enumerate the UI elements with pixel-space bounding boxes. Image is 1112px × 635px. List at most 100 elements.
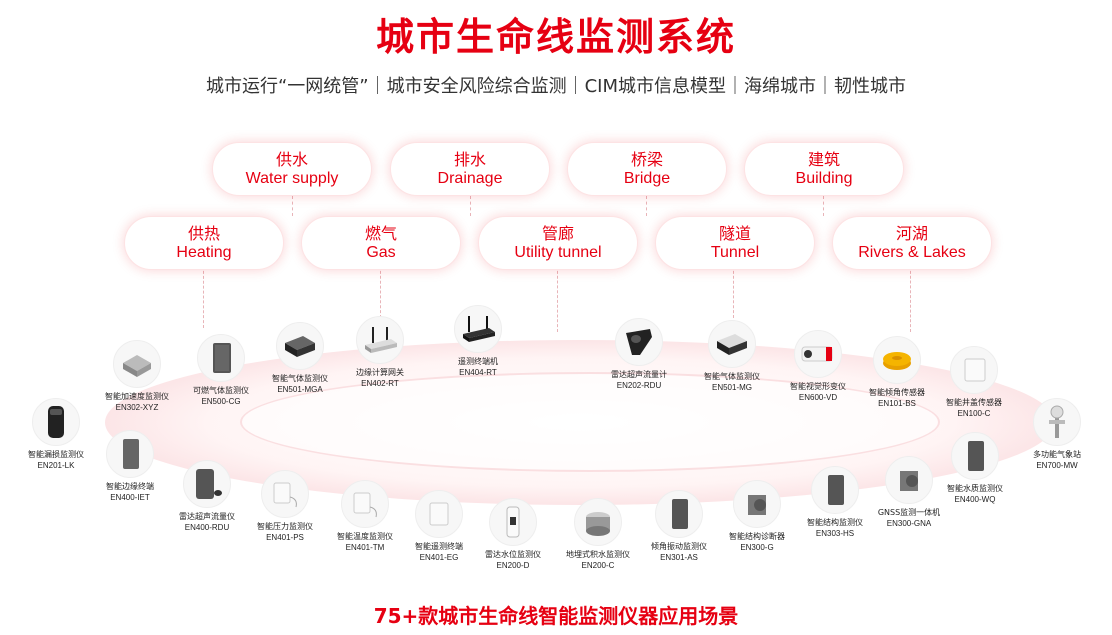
scenario-zh: 管廊 bbox=[541, 224, 574, 243]
scenario-bridge: 桥梁 Bridge bbox=[567, 142, 727, 196]
scenario-en: Gas bbox=[366, 244, 396, 261]
scenario-en: Building bbox=[795, 170, 853, 187]
device-item: 智能结构诊断器 EN300-G bbox=[702, 480, 812, 553]
device-name: 雷达超声流量计 bbox=[611, 370, 667, 379]
device-item: 智能气体监测仪 EN501-MG bbox=[677, 320, 787, 393]
device-name: 智能结构监测仪 bbox=[807, 518, 863, 527]
connector-line bbox=[910, 266, 911, 332]
device-name: 智能遥测终端 bbox=[415, 542, 463, 551]
device-item: 遥测终端机 EN404-RT bbox=[423, 305, 533, 378]
device-model: EN401-TM bbox=[345, 543, 385, 552]
scenario-zh: 河湖 bbox=[895, 224, 928, 243]
device-model: EN300-G bbox=[740, 543, 774, 552]
scenario-heating: 供热 Heating bbox=[124, 216, 284, 270]
device-model: EN302-XYZ bbox=[115, 403, 159, 412]
connector-line bbox=[823, 196, 824, 216]
white-cylinder-icon bbox=[489, 498, 537, 546]
device-item: 智能结构监测仪 EN303-HS bbox=[780, 466, 890, 539]
footer-caption: 75+款城市生命线智能监测仪器应用场景 bbox=[373, 604, 739, 628]
device-name: 智能水质监测仪 bbox=[947, 484, 1003, 493]
page-subtitle: 城市运行“一网统管”｜城市安全风险综合监测｜CIM城市信息模型｜海绵城市｜韧性城… bbox=[205, 76, 907, 97]
device-name: 雷达水位监测仪 bbox=[485, 550, 541, 559]
device-name: 智能井盖传感器 bbox=[946, 398, 1002, 407]
connector-line bbox=[557, 266, 558, 332]
device-item: 智能边缘终端 EN400-IET bbox=[75, 430, 185, 503]
camera-icon bbox=[794, 330, 842, 378]
scenario-drainage: 排水 Drainage bbox=[390, 142, 550, 196]
scenario-zh: 排水 bbox=[453, 150, 486, 169]
device-item: 可燃气体监测仪 EN500-CG bbox=[166, 334, 276, 407]
gray-box-icon bbox=[951, 432, 999, 480]
device-name: 智能结构诊断器 bbox=[729, 532, 785, 541]
white-box-icon bbox=[950, 346, 998, 394]
device-item: 智能倾角传感器 EN101-BS bbox=[842, 336, 952, 409]
cylinder-device-icon bbox=[32, 398, 80, 446]
scenario-en: Rivers & Lakes bbox=[858, 244, 966, 261]
device-name: 可燃气体监测仪 bbox=[193, 386, 249, 395]
scenario-building: 建筑 Building bbox=[744, 142, 904, 196]
device-item: 智能视觉形变仪 EN600-VD bbox=[763, 330, 873, 403]
device-name: GNSS监测一体机 bbox=[877, 508, 941, 517]
device-name: 智能加速度监测仪 bbox=[105, 392, 169, 401]
terminal-icon bbox=[454, 305, 502, 353]
scenario-en: Drainage bbox=[437, 170, 503, 187]
device-name: 智能倾角传感器 bbox=[869, 388, 925, 397]
scenario-zh: 供水 bbox=[275, 150, 308, 169]
device-model: EN402-RT bbox=[361, 379, 399, 388]
device-model: EN401-PS bbox=[266, 533, 304, 542]
device-model: EN400-IET bbox=[110, 493, 150, 502]
device-item: 智能温度监测仪 EN401-TM bbox=[310, 480, 420, 553]
device-name: 智能边缘终端 bbox=[106, 482, 154, 491]
puck-icon bbox=[873, 336, 921, 384]
device-model: EN300-GNA bbox=[886, 519, 932, 528]
gray-box-icon bbox=[655, 490, 703, 538]
device-model: EN301-AS bbox=[660, 553, 698, 562]
white-box-icon bbox=[415, 490, 463, 538]
gray-cube-icon bbox=[733, 480, 781, 528]
device-item: 智能漏损监测仪 EN201-LK bbox=[1, 398, 111, 471]
scenario-en: Bridge bbox=[623, 170, 671, 187]
scenario-zh: 燃气 bbox=[364, 224, 397, 243]
device-model: EN303-HS bbox=[815, 529, 855, 538]
device-item: 雷达超声流量计 EN202-RDU bbox=[584, 318, 694, 391]
round-sensor-icon bbox=[574, 498, 622, 546]
device-model: EN501-MG bbox=[711, 383, 752, 392]
device-item: 智能气体监测仪 EN501-MGA bbox=[245, 322, 355, 395]
gray-box-icon bbox=[811, 466, 859, 514]
radar-icon bbox=[615, 318, 663, 366]
connector-line bbox=[470, 196, 471, 216]
device-model: EN404-RT bbox=[459, 368, 497, 377]
device-item: 边缘计算网关 EN402-RT bbox=[325, 316, 435, 389]
device-name: 智能压力监测仪 bbox=[257, 522, 313, 531]
gray-box-icon bbox=[183, 460, 231, 508]
device-model: EN600-VD bbox=[798, 393, 838, 402]
weather-station-icon bbox=[1033, 398, 1081, 446]
device-name: 智能温度监测仪 bbox=[337, 532, 393, 541]
scenario-water-supply: 供水 Water supply bbox=[212, 142, 372, 196]
scenario-zh: 建筑 bbox=[807, 150, 840, 169]
scenario-zh: 供热 bbox=[187, 224, 220, 243]
scenario-rivers-lakes: 河湖 Rivers & Lakes bbox=[832, 216, 992, 270]
device-model: EN201-LK bbox=[37, 461, 75, 470]
device-name: 倾角振动监测仪 bbox=[651, 542, 707, 551]
gray-box-icon bbox=[197, 334, 245, 382]
device-item: 智能加速度监测仪 EN302-XYZ bbox=[82, 340, 192, 413]
device-model: EN700-MW bbox=[1036, 461, 1078, 470]
router-icon bbox=[356, 316, 404, 364]
device-item: 雷达超声流量仪 EN400-RDU bbox=[152, 460, 262, 533]
scenario-tunnel: 隧道 Tunnel bbox=[655, 216, 815, 270]
device-model: EN400-RDU bbox=[184, 523, 230, 532]
device-name: 雷达超声流量仪 bbox=[179, 512, 235, 521]
scenario-en: Utility tunnel bbox=[514, 244, 602, 261]
device-name: 遥测终端机 bbox=[458, 357, 498, 366]
connector-line bbox=[380, 266, 381, 318]
platform-inner-ellipse bbox=[240, 372, 940, 472]
gray-box-icon bbox=[106, 430, 154, 478]
scenario-zh: 隧道 bbox=[718, 224, 751, 243]
scenario-en: Tunnel bbox=[710, 244, 760, 261]
white-box-icon bbox=[341, 480, 389, 528]
connector-line bbox=[646, 196, 647, 216]
device-model: EN400-WQ bbox=[954, 495, 996, 504]
device-model: EN200-D bbox=[496, 561, 530, 570]
scenario-gas: 燃气 Gas bbox=[301, 216, 461, 270]
